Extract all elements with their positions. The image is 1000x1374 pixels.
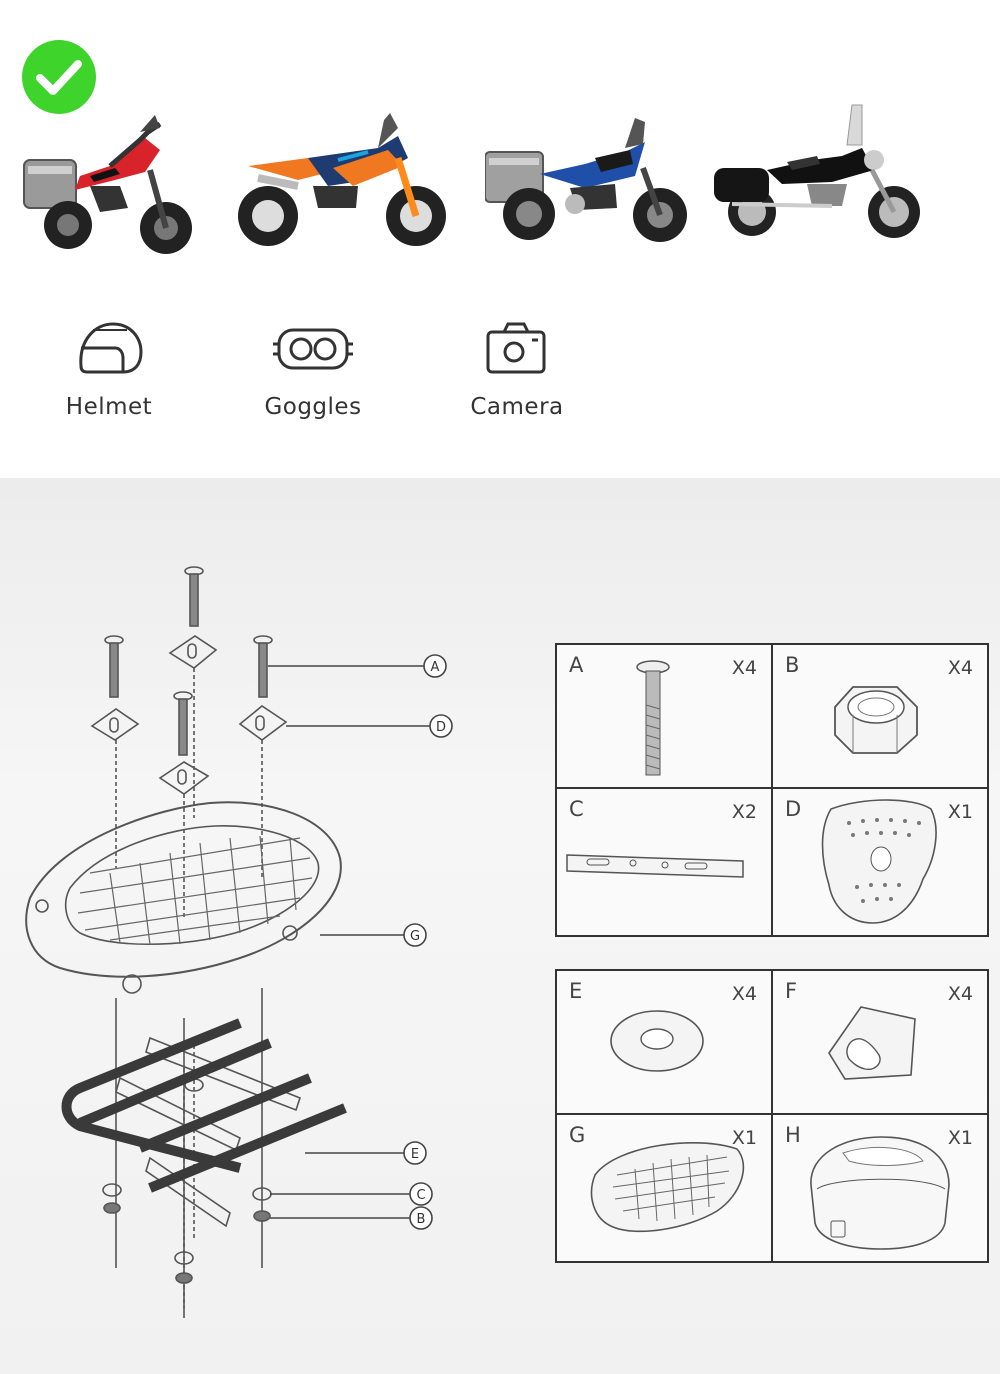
part-b: B X4 bbox=[773, 645, 987, 787]
callout-a: A bbox=[431, 660, 440, 675]
part-a: A X4 bbox=[557, 645, 771, 787]
checkmark-icon bbox=[22, 40, 96, 114]
part-c: C X2 bbox=[557, 789, 771, 935]
bolt-left bbox=[104, 635, 124, 698]
helmet-icon bbox=[79, 322, 143, 374]
top-case-icon bbox=[810, 1136, 950, 1250]
bolt-right bbox=[253, 635, 273, 698]
slotted-plate-icon bbox=[828, 1006, 916, 1080]
base-plate-icon bbox=[590, 1141, 745, 1233]
part-f: F X4 bbox=[773, 971, 987, 1113]
blue-gs-bike bbox=[485, 118, 687, 242]
red-adventure-bike bbox=[23, 115, 192, 254]
bolt-top bbox=[184, 566, 204, 627]
bolt-icon bbox=[636, 660, 670, 776]
accessory-goggles: Goggles bbox=[223, 318, 403, 420]
callout-e: E bbox=[411, 1147, 419, 1162]
accessory-helmet: Helmet bbox=[19, 318, 199, 420]
accessory-label: Helmet bbox=[65, 394, 153, 420]
camera-icon bbox=[486, 322, 546, 374]
part-h: H X1 bbox=[773, 1115, 987, 1261]
washer-icon bbox=[610, 1010, 704, 1072]
part-e: E X4 bbox=[557, 971, 771, 1113]
callout-c: C bbox=[416, 1188, 425, 1203]
part-g: G X1 bbox=[557, 1115, 771, 1261]
orange-enduro-bike bbox=[238, 113, 446, 246]
black-cruiser-bike bbox=[714, 104, 920, 238]
callout-d: D bbox=[436, 720, 446, 735]
rail-strip-icon bbox=[566, 854, 744, 878]
parts-table-2: E X4 F X4 G X1 H X1 bbox=[555, 969, 989, 1263]
part-d: D X1 bbox=[773, 789, 987, 935]
bolt-center bbox=[173, 691, 193, 756]
nut-icon bbox=[834, 686, 918, 754]
accessory-camera: Camera bbox=[427, 318, 607, 420]
parts-table-1: A X4 B X4 C X2 D X1 bbox=[555, 643, 989, 937]
compatibility-section: Helmet Goggles Camera bbox=[0, 0, 1000, 478]
assembly-diagram: A D G E C B bbox=[25, 566, 453, 1318]
goggles-icon bbox=[273, 328, 353, 370]
accessory-label: Goggles bbox=[264, 394, 362, 420]
callout-b: B bbox=[417, 1212, 426, 1227]
accessory-label: Camera bbox=[470, 394, 564, 420]
callout-g: G bbox=[410, 929, 420, 944]
plate-icon bbox=[821, 799, 937, 924]
